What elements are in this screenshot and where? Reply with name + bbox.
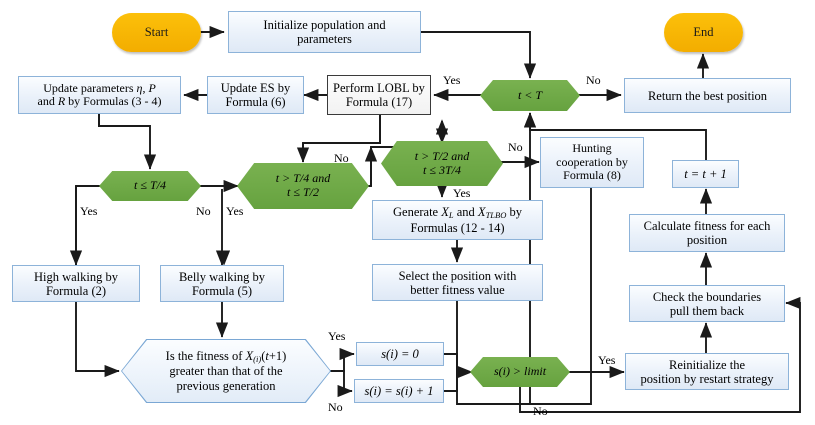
decision-t-le-T4[interactable]: t ≤ T/4 <box>99 171 201 201</box>
s-increment-label: s(i) = s(i) + 1 <box>364 384 434 398</box>
hunting-line-1: Hunting <box>572 141 612 156</box>
t-less-than-T-label: t < T <box>517 87 543 102</box>
s-increment-box[interactable]: s(i) = s(i) + 1 <box>354 379 444 403</box>
t-le-T4-label: t ≤ T/4 <box>134 178 166 193</box>
perform-lobl-line-2: Formula (17) <box>345 95 413 109</box>
edge-label-no-T2: No <box>508 140 523 154</box>
select-position-line-2: better fitness value <box>410 282 505 297</box>
hunting-line-3: Formula (8) <box>563 168 621 183</box>
perform-lobl-box[interactable]: Perform LOBL by Formula (17) <box>327 75 431 115</box>
select-position-box[interactable]: Select the position with better fitness … <box>372 264 543 301</box>
end-label: End <box>693 25 714 39</box>
fitness-line-3: previous generation <box>176 378 276 393</box>
initialize-line-2: parameters <box>297 32 352 46</box>
hunting-line-2: cooperation by <box>556 154 628 169</box>
update-parameters-box[interactable]: Update parameters η, P and R by Formulas… <box>18 76 181 114</box>
decision-t-gt-T4-le-T2[interactable]: t > T/4 and t ≤ T/2 <box>237 163 369 209</box>
perform-lobl-line-1: Perform LOBL by <box>333 81 425 95</box>
t-gt-T4-line-1: t > T/4 and <box>275 171 331 186</box>
calculate-fitness-line-2: position <box>686 233 728 247</box>
edge-label-no-T4: No <box>196 204 211 218</box>
check-boundaries-line-1: Check the boundaries <box>652 289 762 304</box>
edge-label-yes-T2: Yes <box>453 186 471 200</box>
high-walking-box[interactable]: High walking by Formula (2) <box>12 265 140 302</box>
t-gt-T2-line-2: t ≤ 3T/4 <box>423 162 461 177</box>
up-text-a: Update parameters <box>43 80 137 95</box>
edge-label-no-limit: No <box>533 404 548 418</box>
up-text-b: , <box>142 80 149 95</box>
reinitialize-line-2: position by restart strategy <box>640 371 774 386</box>
s-reset-label: s(i) = 0 <box>381 347 419 361</box>
generate-x-line-1: Generate XL and XTLBO by <box>393 205 522 221</box>
edge-label-yes-fitness: Yes <box>328 329 346 343</box>
select-position-line-1: Select the position with <box>398 268 517 283</box>
up-text-c: and <box>37 94 58 108</box>
t-gt-T4-line-2: t ≤ T/2 <box>287 185 319 199</box>
update-parameters-line-2: and R by Formulas (3 - 4) <box>37 94 162 108</box>
edge-label-yes-T4: Yes <box>80 204 98 218</box>
edge-label-yes-T42: Yes <box>226 204 244 218</box>
reinitialize-box[interactable]: Reinitialize the position by restart str… <box>625 353 789 390</box>
t-increment-box[interactable]: t = t + 1 <box>672 160 739 188</box>
generate-x-line-2: Formulas (12 - 14) <box>410 220 505 235</box>
edge-label-no-T42: No <box>334 151 349 165</box>
calculate-fitness-line-1: Calculate fitness for each <box>643 219 771 233</box>
eta-symbol: η <box>136 80 143 95</box>
high-walking-line-1: High walking by <box>33 269 119 284</box>
edge-label-no-fitness: No <box>328 400 343 414</box>
belly-walking-line-1: Belly walking by <box>178 269 266 284</box>
edge-label-no-tT: No <box>586 73 601 87</box>
start-terminator[interactable]: Start <box>112 13 201 52</box>
update-es-box[interactable]: Update ES by Formula (6) <box>207 76 304 114</box>
fitness-line-2: greater than that of the <box>169 363 283 378</box>
initialize-line-1: Initialize population and <box>263 18 386 32</box>
belly-walking-box[interactable]: Belly walking by Formula (5) <box>160 265 284 302</box>
update-parameters-line-1: Update parameters η, P <box>43 80 156 95</box>
s-reset-box[interactable]: s(i) = 0 <box>356 342 444 366</box>
check-boundaries-box[interactable]: Check the boundaries pull them back <box>629 285 785 322</box>
decision-s-gt-limit[interactable]: s(i) > limit <box>470 357 570 387</box>
update-es-line-2: Formula (6) <box>225 95 286 109</box>
decision-fitness-question[interactable]: Is the fitness of X(i)(t+1) greater than… <box>122 340 330 402</box>
edge-label-yes-tT: Yes <box>443 73 461 87</box>
t-increment-label: t = t + 1 <box>684 167 727 181</box>
r-symbol: R <box>57 94 66 108</box>
decision-t-less-than-T[interactable]: t < T <box>480 80 580 111</box>
up-text-d: by Formulas (3 - 4) <box>65 94 162 108</box>
return-best-position-box[interactable]: Return the best position <box>624 78 791 113</box>
fitness-line-1: Is the fitness of X(i)(t+1) <box>165 348 287 364</box>
p-symbol: P <box>148 80 156 95</box>
generate-x-box[interactable]: Generate XL and XTLBO by Formulas (12 - … <box>372 200 543 240</box>
update-es-line-1: Update ES by <box>220 81 291 95</box>
reinitialize-line-1: Reinitialize the <box>668 357 745 372</box>
return-best-position-label: Return the best position <box>647 88 768 103</box>
initialize-population-box[interactable]: Initialize population and parameters <box>228 11 421 53</box>
start-label: Start <box>144 25 169 39</box>
hunting-cooperation-box[interactable]: Hunting cooperation by Formula (8) <box>540 137 644 188</box>
high-walking-line-2: Formula (2) <box>45 283 107 298</box>
edge-label-yes-limit: Yes <box>598 353 616 367</box>
decision-t-gt-T2-le-3T4[interactable]: t > T/2 and t ≤ 3T/4 <box>381 141 503 186</box>
belly-walking-line-2: Formula (5) <box>191 283 253 298</box>
s-gt-limit-label: s(i) > limit <box>493 364 547 379</box>
check-boundaries-line-2: pull them back <box>669 303 745 318</box>
calculate-fitness-box[interactable]: Calculate fitness for each position <box>629 214 785 252</box>
end-terminator[interactable]: End <box>664 13 743 52</box>
t-gt-T2-line-1: t > T/2 and <box>414 148 470 163</box>
